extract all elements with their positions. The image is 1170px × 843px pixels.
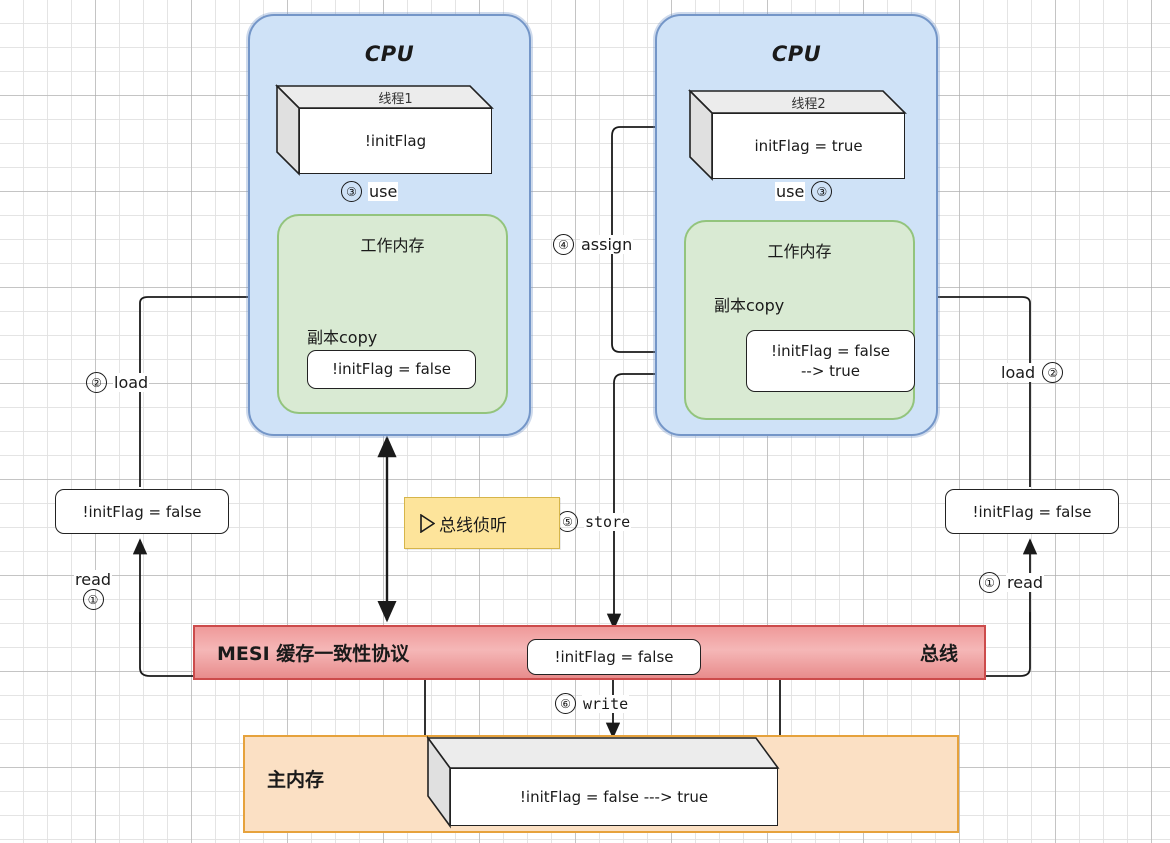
line-left-bus-link <box>139 612 193 677</box>
cube-3d-shape <box>688 89 907 181</box>
main-memory-cube: !initFlag = false ---> true <box>426 735 780 829</box>
note-value-left: !initFlag = false <box>82 502 202 521</box>
step-number-write: ⑥ <box>555 693 576 714</box>
step-assign: ④ assign <box>553 234 634 255</box>
step-label-store: store <box>584 512 632 531</box>
note-value-right: !initFlag = false <box>972 502 1092 521</box>
bus-sniffing-label: 总线侦听 <box>439 515 507 536</box>
cube-3d-shape <box>426 735 780 829</box>
step-read-left: read ① <box>74 570 113 610</box>
step-number-read-left: ① <box>82 589 104 610</box>
thread-cube-right: 线程2 initFlag = true <box>688 89 907 181</box>
bus-right-label: 总线 <box>919 643 958 665</box>
main-memory-block-value: !initFlag = false ---> true <box>450 768 778 826</box>
play-triangle-icon-shape <box>420 513 435 533</box>
step-label-use-left: use <box>368 182 399 201</box>
step-label-assign: assign <box>580 235 634 254</box>
copy-value-line1-left: !initFlag = false <box>331 360 452 379</box>
cpu-block-right: CPU 线程2 initFlag = true 工作内存 副本copy !ini… <box>655 14 938 436</box>
copy-label-right: 副本copy <box>714 296 785 315</box>
step-number-load-right: ② <box>1042 362 1064 383</box>
thread-name-right: 线程2 <box>791 96 826 112</box>
step-label-write: write <box>582 694 630 713</box>
step-number-store: ⑤ <box>557 511 578 532</box>
cpu-block-left: CPU 线程1 !initFlag 工作内存 副本copy !initFlag … <box>248 14 531 436</box>
step-label-use-right: use <box>775 182 806 201</box>
arrow-load-right <box>914 289 1031 360</box>
bus-value-note: !initFlag = false <box>527 639 701 675</box>
bus-protocol-label: MESI 缓存一致性协议 <box>217 643 410 665</box>
step-use-left: ③ use <box>341 181 399 202</box>
cpu-title-right: CPU <box>771 42 822 66</box>
bus-sniffing-callout: 总线侦听 <box>404 497 560 549</box>
copy-label-left: 副本copy <box>307 328 378 347</box>
step-label-read-right: read <box>1006 573 1045 592</box>
cube-3d-shape <box>275 84 494 176</box>
step-label-load-left: load <box>113 373 150 392</box>
step-use-right: use ③ <box>775 181 833 202</box>
working-memory-title-left: 工作内存 <box>360 236 425 255</box>
thread-body-right: initFlag = true <box>712 113 905 179</box>
step-write: ⑥ write <box>555 693 630 714</box>
working-memory-left: 工作内存 副本copy !initFlag = false <box>277 214 508 414</box>
step-load-right: load ② <box>1000 362 1064 383</box>
step-store: ⑤ store <box>557 511 632 532</box>
line-right-bus-link <box>982 612 1031 677</box>
main-memory-title: 主内存 <box>267 769 325 791</box>
working-memory-right: 工作内存 副本copy !initFlag = false --> true <box>684 220 915 420</box>
copy-value-line2-right: --> true <box>801 362 860 380</box>
thread-body-left: !initFlag <box>299 108 492 174</box>
copy-value-box-left: !initFlag = false <box>307 350 476 389</box>
step-number-assign: ④ <box>553 234 574 255</box>
step-number-use-right: ③ <box>811 181 833 202</box>
thread-name-left: 线程1 <box>378 91 413 107</box>
arrow-store <box>606 373 718 630</box>
step-number-use-left: ③ <box>341 181 362 202</box>
working-memory-title-right: 工作内存 <box>767 242 832 261</box>
step-load-left: ② load <box>86 372 150 393</box>
step-label-load-right: load <box>1000 363 1037 382</box>
arrow-load-left <box>139 289 270 360</box>
step-number-load-left: ② <box>86 372 107 393</box>
copy-value-box-right: !initFlag = false --> true <box>746 330 915 392</box>
note-box-left: !initFlag = false <box>55 489 229 534</box>
step-number-read-right: ① <box>979 572 1000 593</box>
cpu-title-left: CPU <box>364 42 415 66</box>
bus-value-note-text: !initFlag = false <box>554 648 674 666</box>
thread-cube-left: 线程1 !initFlag <box>275 84 494 176</box>
copy-value-line1-right: !initFlag = false <box>770 341 891 360</box>
step-label-read-left: read <box>74 570 113 589</box>
note-box-right: !initFlag = false <box>945 489 1119 534</box>
step-read-right: ① read <box>979 572 1045 593</box>
